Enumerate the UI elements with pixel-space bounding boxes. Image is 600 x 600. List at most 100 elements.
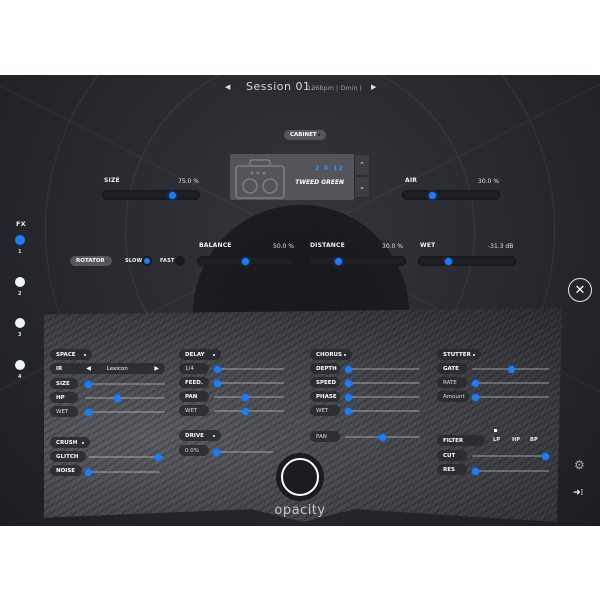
chorus-dropdown[interactable]: CHORUS — [310, 349, 352, 360]
session-title: Session 01. — [246, 80, 315, 93]
cabinet-arrows: ⌃ ⌄ — [354, 154, 370, 200]
ir-selector[interactable]: IR ◀ Lexicon ▶ — [50, 363, 165, 374]
balance-slider[interactable] — [197, 256, 295, 266]
fx-slot-3[interactable] — [15, 318, 25, 328]
crush-dropdown[interactable]: CRUSH — [50, 437, 90, 448]
slider-knob[interactable] — [169, 191, 176, 199]
rotator-label: ROTATOR — [76, 258, 105, 264]
cut-slider[interactable] — [472, 452, 549, 460]
delay-pan-slider[interactable] — [214, 393, 284, 401]
depth-slider[interactable] — [345, 365, 420, 373]
chorus-pan-label: PAN — [310, 431, 340, 442]
delay-time-slider[interactable] — [214, 365, 284, 373]
phase-label: PHASE — [310, 391, 340, 402]
ring-icon — [281, 458, 319, 496]
space-wet-slider[interactable] — [85, 408, 165, 416]
fast-label: FAST — [160, 258, 175, 264]
stutter-dropdown[interactable]: STUTTER — [437, 349, 481, 360]
cabinet-dropdown[interactable]: CABINET — [284, 130, 326, 140]
rate-slider[interactable] — [472, 379, 549, 387]
chorus-pan-slider[interactable] — [345, 433, 420, 441]
space-size-slider[interactable] — [85, 380, 165, 388]
opacity-plugin-window: ◀ Session 01. 136bpm | Dmin | ▶ FX 1 2 3… — [0, 75, 600, 526]
speed-slider[interactable] — [345, 379, 420, 387]
space-size-label: SIZE — [50, 378, 78, 389]
fx-slot-number: 1 — [18, 249, 22, 255]
gear-icon[interactable]: ⚙ — [574, 458, 585, 472]
cabinet-up-button[interactable]: ⌃ — [354, 154, 370, 176]
power-ring-button[interactable] — [276, 453, 324, 501]
chorus-wet-label: WET — [310, 405, 340, 416]
ir-value: Lexicon — [106, 365, 128, 372]
cabinet-display: 2 X 12 TWEED GREEN — [230, 154, 354, 200]
export-arrow-icon[interactable]: ➜⁞ — [573, 488, 584, 498]
wet-value: -31.3 dB — [488, 243, 514, 250]
close-icon: ✕ — [574, 282, 586, 298]
slider-knob[interactable] — [429, 191, 436, 199]
fx-slot-1[interactable] — [15, 235, 25, 245]
drive-dropdown[interactable]: DRIVE — [179, 430, 221, 441]
delay-time-label[interactable]: 1/4 — [179, 363, 209, 374]
fx-slot-number: 3 — [18, 332, 22, 338]
glitch-label: GLITCH — [50, 451, 86, 462]
fast-radio[interactable] — [175, 256, 185, 266]
feedback-label: FEED. — [179, 377, 209, 388]
space-dropdown[interactable]: SPACE — [50, 349, 92, 360]
wet-label: WET — [420, 242, 436, 249]
next-session-button[interactable]: ▶ — [371, 83, 377, 91]
gate-slider[interactable] — [472, 365, 549, 373]
glitch-slider[interactable] — [88, 453, 163, 461]
amp-cabinet-icon — [235, 159, 285, 199]
res-slider[interactable] — [472, 467, 549, 475]
noise-label: NOISE — [50, 465, 82, 476]
slider-knob[interactable] — [335, 257, 342, 265]
opacity-logo: opacity — [274, 503, 326, 518]
wet-slider[interactable] — [418, 256, 516, 266]
chorus-wet-slider[interactable] — [345, 407, 420, 415]
distance-slider[interactable] — [308, 256, 406, 266]
air-slider[interactable] — [402, 190, 500, 200]
session-info: 136bpm | Dmin | — [307, 84, 362, 92]
cabinet-config: 2 X 12 — [314, 164, 344, 172]
fx-slot-number: 2 — [18, 291, 22, 297]
space-hp-slider[interactable] — [85, 394, 165, 402]
delay-dropdown[interactable]: DELAY — [179, 349, 221, 360]
distance-label: DISTANCE — [310, 242, 345, 249]
balance-value: 50.0 % — [273, 243, 294, 250]
ir-prev-button[interactable]: ◀ — [86, 365, 91, 372]
cabinet-down-button[interactable]: ⌄ — [354, 176, 370, 198]
size-label: SIZE — [104, 177, 120, 184]
noise-slider[interactable] — [85, 468, 160, 476]
air-value: 30.0 % — [478, 178, 499, 185]
prev-session-button[interactable]: ◀ — [225, 83, 231, 91]
distance-value: 30.0 % — [382, 243, 403, 250]
close-button[interactable]: ✕ — [568, 278, 592, 302]
fx-slot-4[interactable] — [15, 360, 25, 370]
res-label: RES — [437, 464, 467, 475]
amount-slider[interactable] — [472, 393, 549, 401]
slow-label: SLOW — [125, 258, 143, 264]
filter-bp-button[interactable]: BP — [530, 437, 538, 443]
feedback-slider[interactable] — [214, 379, 284, 387]
rotator-dropdown[interactable]: ROTATOR — [70, 256, 112, 266]
size-value: 75.0 % — [178, 178, 199, 185]
delay-wet-label: WET — [179, 405, 209, 416]
size-slider[interactable] — [102, 190, 200, 200]
slider-knob[interactable] — [445, 257, 452, 265]
drive-label: DRIVE — [185, 432, 204, 439]
filter-lp-button[interactable]: LP — [493, 437, 501, 443]
cabinet-dropdown-label: CABINET — [290, 132, 317, 138]
slider-knob[interactable] — [242, 257, 249, 265]
drive-slider[interactable] — [213, 448, 273, 456]
fx-slot-number: 4 — [18, 374, 22, 380]
fx-slot-2[interactable] — [15, 277, 25, 287]
delay-wet-slider[interactable] — [214, 407, 284, 415]
space-hp-label: HP — [50, 392, 78, 403]
filter-type-indicator — [494, 429, 497, 432]
cabinet-model: TWEED GREEN — [295, 179, 344, 186]
phase-slider[interactable] — [345, 393, 420, 401]
filter-hp-button[interactable]: HP — [512, 437, 521, 443]
ir-next-button[interactable]: ▶ — [154, 365, 159, 372]
delay-pan-label: PAN — [179, 391, 209, 402]
slow-radio[interactable] — [142, 256, 152, 266]
